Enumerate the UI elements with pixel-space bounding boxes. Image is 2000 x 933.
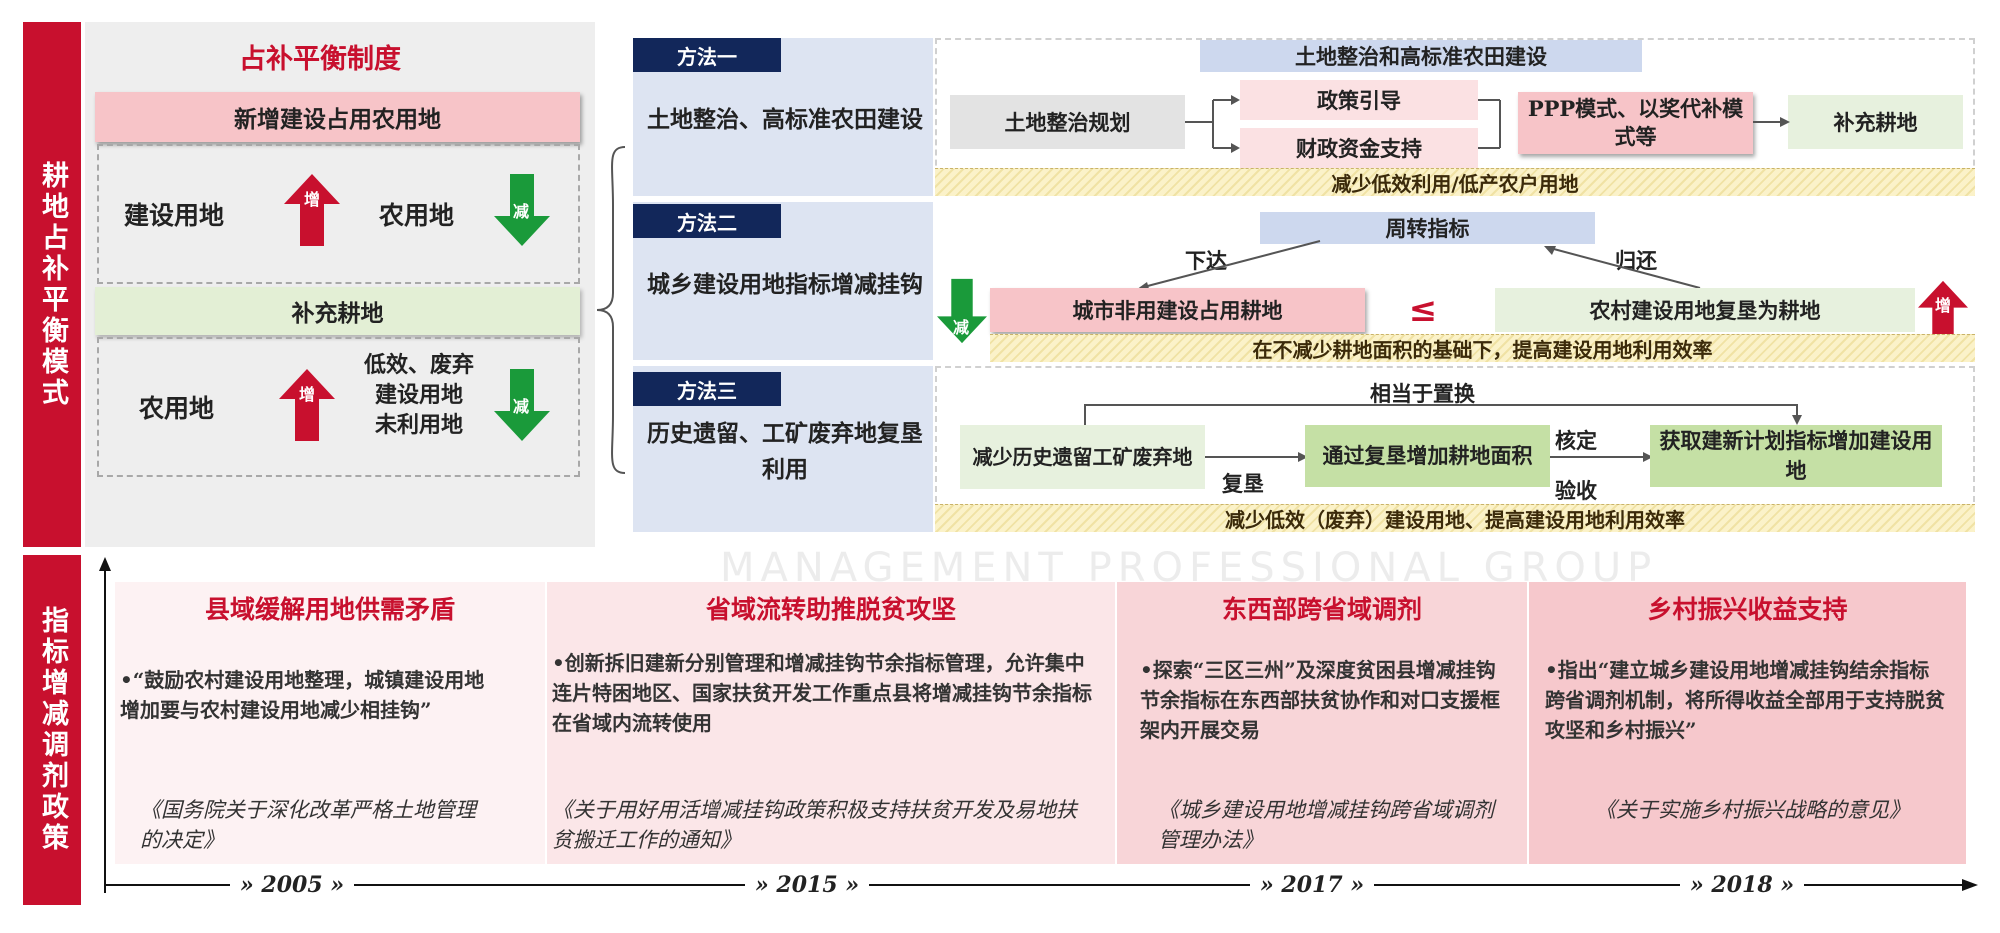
decrease-badge-2: 减 (513, 397, 530, 416)
supplement-box: 农用地 增 低效、废弃 建设用地 未利用地 减 (97, 337, 580, 477)
method1-title: 土地整治、高标准农田建设 (647, 106, 923, 133)
method2-title: 城乡建设用地指标增减挂钩 (647, 271, 923, 298)
method1-flow-arrows (1185, 95, 1790, 153)
policy-title-4: 乡村振兴收益支持 (1647, 595, 1848, 624)
policy-text-3: •探索“三区三州”及深度贫困县增减挂钩节余指标在东西部扶贫协作和对口支援框架内开… (1140, 658, 1500, 742)
timeline-axes (99, 557, 1978, 893)
year-label-3: 2017 (1281, 872, 1343, 898)
year-marker-2005: » 2005 » (230, 869, 355, 901)
issue-label: 下达 (1185, 248, 1227, 273)
method3-arrows (1084, 404, 1802, 462)
year-label-1: 2005 (261, 872, 323, 898)
method1-tag: 方法一 (633, 38, 781, 72)
chevrons-icon: » (240, 872, 262, 898)
policy-bg-4 (1529, 582, 1966, 864)
chevrons-icon: » (1690, 872, 1712, 898)
policy-bg-2 (547, 582, 1115, 864)
policy-text-2: •创新拆旧建新分别管理和增减挂钩节余指标管理，允许集中连片特困地区、国家扶贫开发… (552, 651, 1092, 735)
occupy-balance-title: 占补平衡制度 (239, 43, 401, 75)
policy-doc-2: 《关于用好用活增减挂钩政策积极支持扶贫开发及易地扶贫搬迁工作的通知》 (552, 798, 1077, 852)
method1-top-label: 土地整治和高标准农田建设 (1200, 40, 1642, 72)
fiscal-support-box: 财政资金支持 (1240, 128, 1478, 168)
brace-connector (596, 146, 626, 474)
supplement-farmland-box: 补充耕地 (1788, 95, 1963, 149)
side-label-bottom: 指标增减调剂政策 (23, 555, 81, 905)
accept-label: 验收 (1555, 478, 1597, 503)
method3-tag: 方法三 (633, 372, 781, 406)
chevrons-icon: » (755, 872, 777, 898)
return-label: 归还 (1615, 248, 1657, 273)
leq-symbol: ≤ (1408, 290, 1438, 330)
increase-area-box: 通过复垦增加耕地面积 (1305, 425, 1550, 487)
decrease-badge-3: 减 (953, 318, 970, 337)
policy-title-3: 东西部跨省域调剂 (1221, 595, 1422, 624)
decrease-arrow-icon-3 (937, 278, 987, 344)
policy-title-1: 县域缓解用地供需矛盾 (204, 595, 455, 624)
policy-bg-1 (115, 582, 545, 864)
decrease-arrow-icon (494, 174, 550, 246)
city-occupy-box: 城市非用建设占用耕地 (990, 288, 1365, 332)
equivalent-label: 相当于置换 (1370, 381, 1475, 406)
method3-note: 减少低效（废弃）建设用地、提高建设用地利用效率 (935, 504, 1975, 532)
left-panel: 占补平衡制度 新增建设占用农用地 建设用地 增 农用地 减 补充耕地 农用地 增… (85, 22, 595, 547)
construction-land-label: 建设用地 (124, 201, 225, 230)
chevrons-icon: » (1342, 872, 1365, 898)
method1-note: 减少低效利用/低产农户用地 (935, 168, 1975, 196)
increase-arrow-icon (284, 174, 340, 246)
increase-arrow-icon-3 (1918, 280, 1968, 346)
chevrons-icon: » (837, 872, 860, 898)
policy-bg-3 (1117, 582, 1527, 864)
reduce-legacy-box: 减少历史遗留工矿废弃地 (960, 425, 1205, 489)
policy-doc-3: 《城乡建设用地增减挂钩跨省域调剂管理办法》 (1158, 798, 1494, 852)
method2-note: 在不减少耕地面积的基础下，提高建设用地利用效率 (990, 334, 1975, 362)
turnover-indicator-box: 周转指标 (1260, 212, 1595, 244)
chevrons-icon: » (1772, 872, 1795, 898)
policy-title-2: 省域流转助推脱贫攻坚 (705, 595, 956, 624)
rural-reclaim-box: 农村建设用地复垦为耕地 (1495, 288, 1915, 332)
land-plan-box: 土地整治规划 (950, 95, 1185, 149)
year-label-2: 2015 (776, 872, 838, 898)
chevrons-icon: » (322, 872, 345, 898)
farmland-label: 农用地 (379, 201, 455, 230)
decrease-arrow-icon-2 (494, 369, 550, 441)
low-efficiency-line-1: 低效、废弃 (363, 352, 474, 378)
ppp-box: PPP模式、以奖代补模式等 (1518, 92, 1753, 154)
new-construction-header: 新增建设占用农用地 (95, 92, 580, 142)
year-label-4: 2018 (1711, 872, 1773, 898)
increase-badge-2: 增 (299, 385, 316, 404)
increase-badge: 增 (304, 190, 321, 209)
year-marker-2017: » 2017 » (1250, 869, 1375, 901)
supplement-farmland-header: 补充耕地 (95, 287, 580, 335)
side-label-top: 耕地占补平衡模式 (23, 22, 81, 547)
policy-guide-box: 政策引导 (1240, 80, 1478, 120)
policy-text-4: •指出“建立城乡建设用地增减挂钩结余指标跨省调剂机制，将所得收益全部用于支持脱贫… (1545, 658, 1945, 742)
obtain-index-box: 获取建新计划指标增加建设用地 (1650, 425, 1942, 487)
farmland-label-2: 农用地 (139, 394, 215, 423)
decrease-badge: 减 (513, 202, 530, 221)
policy-doc-1: 《国务院关于深化改革严格土地管理的决定》 (140, 798, 476, 852)
increase-badge-3: 增 (1935, 296, 1952, 315)
policy-text-1: •“鼓励农村建设用地整理，城镇建设用地增加要与农村建设用地减少相挂钩” (120, 668, 485, 722)
year-marker-2018: » 2018 » (1680, 869, 1805, 901)
low-efficiency-line-3: 未利用地 (374, 412, 463, 438)
method2-tag: 方法二 (633, 204, 781, 238)
chevrons-icon: » (1260, 872, 1282, 898)
new-construction-box: 建设用地 增 农用地 减 (97, 144, 580, 284)
verify-label: 核定 (1555, 428, 1597, 453)
policy-doc-4: 《关于实施乡村振兴战略的意见》 (1595, 798, 1910, 822)
method3-title: 历史遗留、工矿废弃地复垦利用 (647, 420, 923, 483)
year-marker-2015: » 2015 » (745, 869, 870, 901)
reclaim-label: 复垦 (1222, 471, 1264, 496)
increase-arrow-icon-2 (279, 369, 335, 441)
low-efficiency-line-2: 建设用地 (374, 382, 463, 408)
